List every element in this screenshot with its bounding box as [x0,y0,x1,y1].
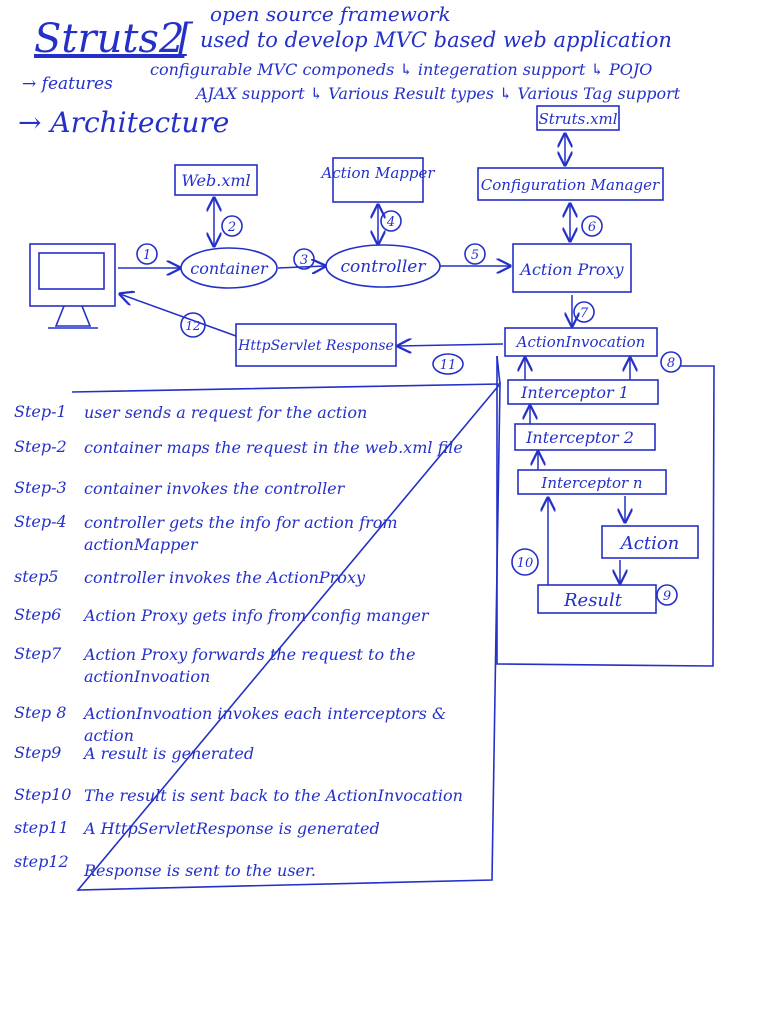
web-xml-box [174,164,258,196]
features-label: → features [22,74,113,94]
svg-text:2: 2 [227,220,236,235]
features-line-2: AJAX support ↳ Various Result types ↳ Va… [196,84,681,103]
number-7: 7 [573,301,595,323]
invocation-frame [496,356,715,667]
step-text: controller invokes the ActionProxy [84,568,365,587]
config-manager-label: Configuration Manager [481,176,660,194]
svg-text:7: 7 [580,306,589,321]
action-invocation-box [504,327,658,357]
action-label: Action [619,533,680,554]
svg-text:5: 5 [471,248,479,263]
computer-monitor-icon [29,243,116,329]
action-proxy-box [512,243,632,293]
step-label: Step-4 [14,512,67,531]
step-label: Step-3 [14,478,67,497]
result-box [537,584,657,614]
step-text: Action Proxy forwards the request to the… [84,645,416,686]
step-text: A HttpServletResponse is generated [84,819,380,838]
step-text: Action Proxy gets info from config mange… [84,606,429,625]
number-4: 4 [380,210,402,232]
struts-xml-box [536,105,620,131]
interceptor-n-label: Interceptor n [540,474,642,492]
number-11: 11 [432,353,464,375]
svg-text:1: 1 [143,248,151,263]
step-text: A result is generated [84,744,255,763]
interceptor-1-box [507,379,659,405]
svg-text:6: 6 [588,220,596,235]
container-label: container [190,259,269,278]
number-9: 9 [656,584,678,606]
number-6: 6 [581,215,603,237]
architecture-heading: → Architecture [18,106,230,139]
description-line-1: open source framework [210,2,451,26]
arrow-response-to-user [120,294,237,337]
interceptor-1-label: Interceptor 1 [520,383,629,402]
action-proxy-label: Action Proxy [518,260,624,279]
step-label: Step7 [14,644,62,663]
result-label: Result [563,590,623,611]
arrow-container-to-controller [277,266,325,268]
number-12: 12 [180,312,206,338]
number-2: 2 [221,215,243,237]
controller-label: controller [341,257,427,277]
step-label: Step9 [14,743,62,762]
svg-text:9: 9 [663,589,671,604]
arrow-invocation-to-response [398,344,504,346]
action-mapper-box [332,157,424,203]
svg-text:10: 10 [517,556,534,571]
number-8: 8 [660,351,682,373]
interceptor-n-box [517,469,667,495]
step-text: ActionInvoation invokes each interceptor… [84,704,447,745]
svg-text:11: 11 [440,358,457,373]
number-1: 1 [136,243,158,265]
step-text: controller gets the info for action from… [84,513,398,554]
svg-text:8: 8 [667,356,675,371]
http-response-label: HttpServlet Response [237,338,394,354]
features-line-1: configurable MVC componeds ↳ integeratio… [150,60,653,79]
brace-symbol: [ [178,16,193,60]
step-text: user sends a request for the action [84,403,368,422]
step-label: Step-2 [14,437,67,456]
step-label: Step10 [14,785,72,804]
step-text: container invokes the controller [84,479,345,498]
config-manager-box [477,167,664,201]
step-text: Response is sent to the user. [84,861,316,880]
step-label: Step 8 [14,703,67,722]
struts-xml-label: Struts.xml [538,110,617,128]
step-label: Step6 [14,605,62,624]
action-mapper-label: Action Mapper [319,164,435,182]
number-3: 3 [293,248,315,270]
step-label: step11 [14,818,69,837]
step-label: step12 [14,852,69,871]
step-label: step5 [14,567,59,586]
svg-text:12: 12 [185,319,200,333]
step-label: Step-1 [14,402,67,421]
interceptor-2-box [514,423,656,451]
http-response-box [235,323,397,367]
step-text: The result is sent back to the ActionInv… [84,786,463,805]
steps-frame [71,355,501,891]
svg-text:3: 3 [300,253,308,268]
action-box [601,525,699,559]
page-title: Struts2 [34,16,185,62]
svg-text:4: 4 [386,215,395,230]
interceptor-2-label: Interceptor 2 [525,428,634,447]
description-line-2: used to develop MVC based web applicatio… [200,28,672,52]
action-invocation-label: ActionInvocation [515,333,646,351]
number-5: 5 [464,243,486,265]
action-mapper-label-text: Action Mapper [319,164,435,182]
web-xml-label: Web.xml [181,171,250,190]
number-10: 10 [511,548,539,576]
step-text: container maps the request in the web.xm… [84,438,463,457]
